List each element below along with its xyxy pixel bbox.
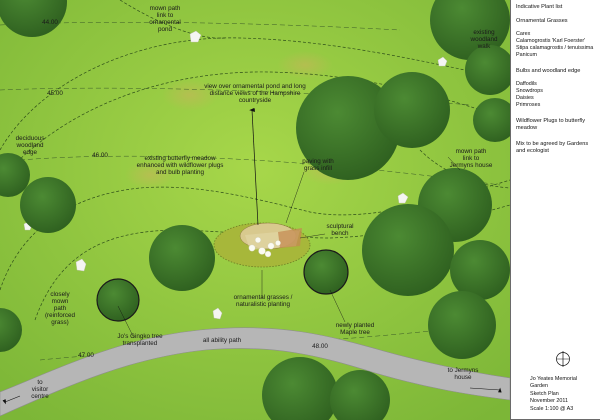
contour-label: 44.00: [42, 19, 58, 26]
maple-tree: [303, 249, 349, 295]
plant-group-heading: Mix to be agreed by Gardens and ecologis…: [516, 141, 589, 154]
plant-item: Panicum: [516, 52, 537, 58]
label-ornamental-grasses: ornamental grasses /naturalistic plantin…: [234, 294, 293, 308]
tree-canopy: [465, 45, 510, 95]
contour-label: 47.00: [78, 352, 94, 359]
plant-item: Daffodils: [516, 81, 537, 87]
contour-label: 45.00: [47, 90, 63, 97]
plant-group-heading: Wildflower Plugs to butterfly meadow: [516, 118, 586, 131]
tree-canopy: [330, 370, 390, 420]
plant-groups: Ornamental Grasses Carex Calamogrostis '…: [516, 18, 596, 164]
plant-item: Calamogrostis 'Karl Foerster': [516, 38, 586, 44]
contour-label: 46.00: [92, 152, 108, 159]
tree-canopy: [473, 98, 510, 142]
title-line: Sketch Plan: [530, 390, 559, 397]
tree-canopy: [428, 291, 496, 359]
plant-group-heading: Ornamental Grasses: [516, 18, 568, 24]
all-ability-path: [0, 327, 510, 417]
ginkgo-tree: [96, 278, 140, 322]
north-arrow-icon: [556, 351, 570, 367]
tree-canopy: [362, 204, 454, 296]
tree-canopy: [0, 153, 30, 197]
title-block: Jo Yeates Memorial Garden Sketch Plan No…: [530, 376, 596, 413]
view-arrow: [249, 107, 259, 226]
woodland-walk-edge: [0, 37, 510, 151]
label-all-ability-path: all ability path: [203, 337, 242, 344]
plant-group: Wildflower Plugs to butterfly meadow: [516, 118, 596, 132]
plant-list-title: Indicative Plant list: [516, 4, 563, 10]
tree-canopy: [430, 0, 510, 60]
plant-group: Bulbs and woodland edge Daffodils Snowdr…: [516, 68, 596, 109]
plant-item: Stipa calamagrostis / tenuissima: [516, 45, 594, 51]
contour-label: 48.00: [312, 343, 328, 350]
tree-canopy: [20, 177, 76, 233]
tree-canopy: [450, 240, 510, 300]
plant-group: Ornamental Grasses Carex Calamogrostis '…: [516, 18, 596, 59]
plant-group-heading: Bulbs and woodland edge: [516, 68, 581, 74]
plant-group: Mix to be agreed by Gardens and ecologis…: [516, 141, 596, 155]
plant-item: Snowdrops: [516, 88, 543, 94]
title-line: Scale 1:100 @ A3: [530, 405, 574, 412]
plant-item: Daisies: [516, 95, 534, 101]
title-line: Jo Yeates Memorial Garden: [530, 376, 578, 390]
trees: [0, 0, 510, 420]
tree-canopy: [0, 308, 22, 352]
white-flowers: [248, 237, 281, 258]
tree-canopy: [262, 357, 338, 420]
plant-item: Primroses: [516, 102, 541, 108]
sculptural-bench: [278, 228, 302, 248]
tree-canopy: [0, 0, 67, 37]
tree-canopy: [374, 72, 450, 148]
title-line: November 2011: [530, 398, 568, 405]
tree-canopy: [296, 76, 400, 180]
plant-list-panel: Indicative Plant list Ornamental Grasses…: [510, 0, 600, 420]
tree-canopy: [149, 225, 215, 291]
plant-item: Carex: [516, 31, 531, 37]
